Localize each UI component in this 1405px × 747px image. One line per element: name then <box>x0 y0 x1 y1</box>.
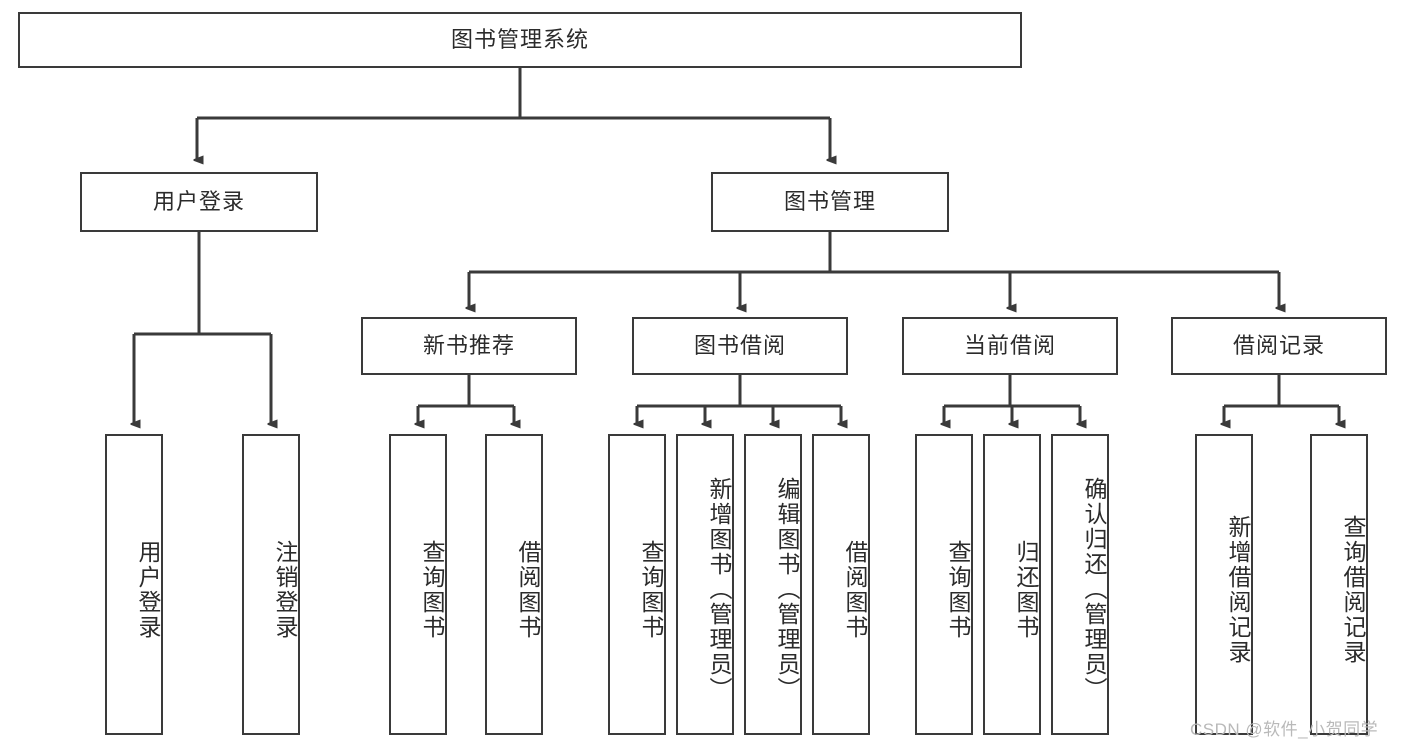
node-borrow-record[interactable]: 借阅记录 <box>1171 317 1387 375</box>
node-leaf-add-book[interactable]: 新增图书（管理员） <box>676 434 734 735</box>
node-book-borrow[interactable]: 图书借阅 <box>632 317 848 375</box>
node-leaf-query-book-2[interactable]: 查询图书 <box>608 434 666 735</box>
node-leaf-add-record[interactable]: 新增借阅记录 <box>1195 434 1253 735</box>
node-user-login[interactable]: 用户登录 <box>80 172 318 232</box>
node-current-borrow-label: 当前借阅 <box>963 333 1056 359</box>
node-leaf-borrow-book-2[interactable]: 借阅图书 <box>812 434 870 735</box>
csdn-watermark: CSDN @软件_小贺同学 <box>1190 720 1379 739</box>
node-book-manage-label: 图书管理 <box>783 189 876 215</box>
node-leaf-borrow-book-2-label: 借阅图书 <box>842 539 868 640</box>
node-leaf-logout-label: 注销登录 <box>272 539 298 640</box>
node-leaf-borrow-book-1-label: 借阅图书 <box>515 539 541 640</box>
node-leaf-user-login[interactable]: 用户登录 <box>105 434 163 735</box>
node-leaf-query-book-2-label: 查询图书 <box>638 539 664 640</box>
node-leaf-query-record[interactable]: 查询借阅记录 <box>1310 434 1368 735</box>
node-leaf-logout[interactable]: 注销登录 <box>242 434 300 735</box>
node-root-label: 图书管理系统 <box>450 27 589 53</box>
node-leaf-edit-book[interactable]: 编辑图书（管理员） <box>744 434 802 735</box>
node-leaf-add-record-label: 新增借阅记录 <box>1225 514 1251 665</box>
node-leaf-query-book-1-label: 查询图书 <box>419 539 445 640</box>
node-root[interactable]: 图书管理系统 <box>18 12 1022 68</box>
node-leaf-user-login-label: 用户登录 <box>135 539 161 640</box>
node-leaf-confirm-return[interactable]: 确认归还（管理员） <box>1051 434 1109 735</box>
node-leaf-confirm-return-label: 确认归还（管理员） <box>1081 477 1107 702</box>
node-user-login-label: 用户登录 <box>152 189 245 215</box>
node-leaf-edit-book-label: 编辑图书（管理员） <box>774 477 800 702</box>
node-leaf-return-book-label: 归还图书 <box>1013 539 1039 640</box>
node-book-manage[interactable]: 图书管理 <box>711 172 949 232</box>
node-leaf-query-book-3-label: 查询图书 <box>945 539 971 640</box>
node-new-book-recommend-label: 新书推荐 <box>422 333 515 359</box>
node-book-borrow-label: 图书借阅 <box>693 333 786 359</box>
node-leaf-query-book-1[interactable]: 查询图书 <box>389 434 447 735</box>
node-leaf-add-book-label: 新增图书（管理员） <box>706 477 732 702</box>
node-current-borrow[interactable]: 当前借阅 <box>902 317 1118 375</box>
node-leaf-query-record-label: 查询借阅记录 <box>1340 514 1366 665</box>
node-new-book-recommend[interactable]: 新书推荐 <box>361 317 577 375</box>
node-leaf-query-book-3[interactable]: 查询图书 <box>915 434 973 735</box>
node-borrow-record-label: 借阅记录 <box>1232 333 1325 359</box>
node-leaf-return-book[interactable]: 归还图书 <box>983 434 1041 735</box>
node-leaf-borrow-book-1[interactable]: 借阅图书 <box>485 434 543 735</box>
